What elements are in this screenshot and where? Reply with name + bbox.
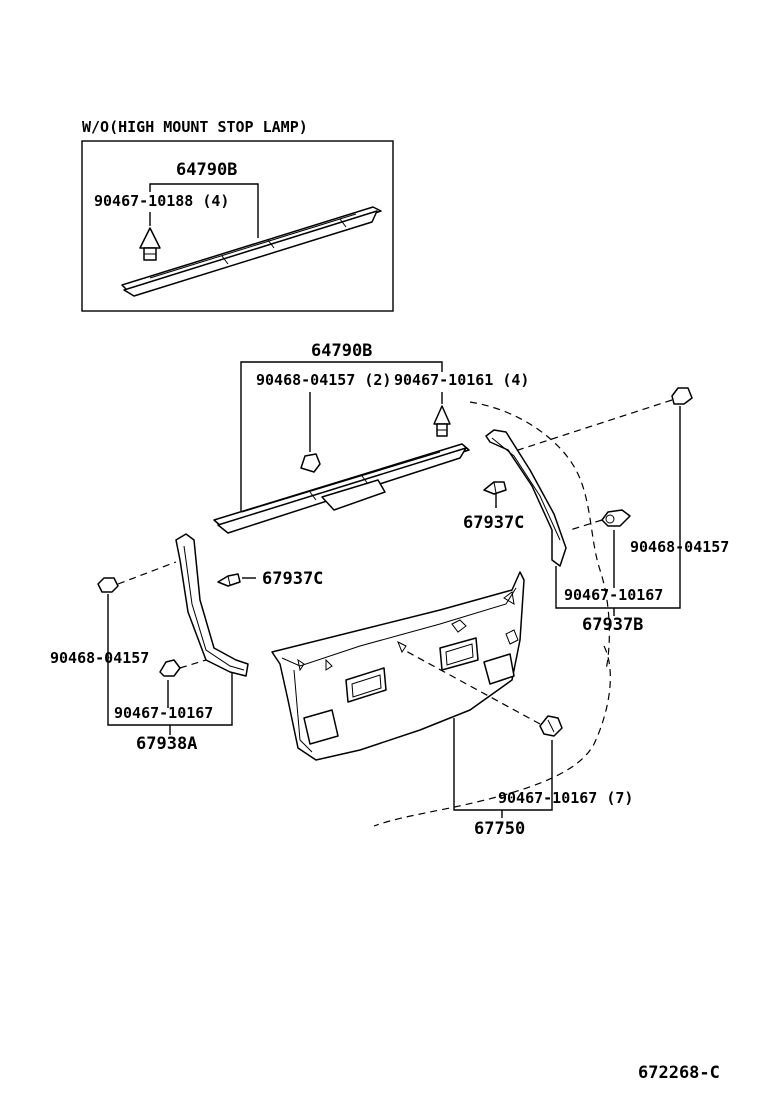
inset-title: W/O(HIGH MOUNT STOP LAMP) xyxy=(82,118,308,136)
figure-code: 672268-C xyxy=(638,1063,720,1083)
right-part-label: 67937B xyxy=(582,615,643,635)
upper-trim-group: 64790B 90468-04157 (2) 90467-10161 (4) xyxy=(213,341,529,534)
inset-clip-label: 90467-10188 (4) xyxy=(94,192,229,210)
door-trim-bracket xyxy=(453,718,553,818)
left-side-group: 67937C 90468-04157 90467-10167 67938A xyxy=(50,533,323,754)
door-trim-board xyxy=(271,571,525,761)
upper-clip-right-label: 90467-10161 (4) xyxy=(394,371,529,389)
door-trim-part-label: 67750 xyxy=(474,819,525,839)
right-trim-clip-label: 67937C xyxy=(463,513,524,533)
left-clip-b-icon xyxy=(159,659,181,677)
right-clip-b-icon xyxy=(601,509,631,527)
right-clip-b-label: 90467-10167 xyxy=(564,586,663,604)
inset-part-label: 64790B xyxy=(176,160,237,180)
door-trim-group: 90467-10167 (7) 67750 xyxy=(271,571,633,839)
body-outline xyxy=(373,401,611,827)
left-clip-a-icon xyxy=(97,577,119,593)
left-clip-a-label: 90468-04157 xyxy=(50,649,149,667)
upper-clip-left-label: 90468-04157 (2) xyxy=(256,371,391,389)
upper-clip-right-icon xyxy=(433,405,451,437)
inset-label-bracket xyxy=(149,183,259,238)
right-side-group: 67937C 90468-04157 90467-10167 67937B xyxy=(463,387,729,635)
door-trim-clip-label: 90467-10167 (7) xyxy=(498,789,633,807)
door-trim-clip-dash xyxy=(403,649,541,725)
inset-frame xyxy=(81,140,394,312)
left-clip-b-dash xyxy=(179,659,207,669)
left-trim-clip-icon xyxy=(217,573,241,587)
right-trim-clip-icon xyxy=(483,481,507,495)
left-part-label: 67938A xyxy=(136,734,197,754)
upper-clip-left-icon xyxy=(300,453,321,473)
right-clip-a-icon xyxy=(671,387,693,405)
inset-clip-icon xyxy=(139,227,161,261)
right-side-trim xyxy=(485,429,567,567)
left-trim-clip-label: 67937C xyxy=(262,569,323,589)
left-label-bracket xyxy=(107,594,233,735)
upper-part-label: 64790B xyxy=(311,341,372,361)
left-clip-b-label: 90467-10167 xyxy=(114,704,213,722)
right-clip-a-dash xyxy=(511,399,673,453)
door-trim-clip-icon xyxy=(539,715,563,737)
upper-trim-strip xyxy=(213,443,470,534)
left-side-trim xyxy=(175,533,249,677)
right-label-bracket xyxy=(555,406,681,616)
right-clip-b-dash xyxy=(569,519,603,531)
inset-molding-strip xyxy=(121,206,382,297)
inset-panel: W/O(HIGH MOUNT STOP LAMP) 64790B 90467-1… xyxy=(81,118,394,312)
left-clip-a-dash xyxy=(117,561,177,585)
upper-label-bracket xyxy=(240,361,443,512)
